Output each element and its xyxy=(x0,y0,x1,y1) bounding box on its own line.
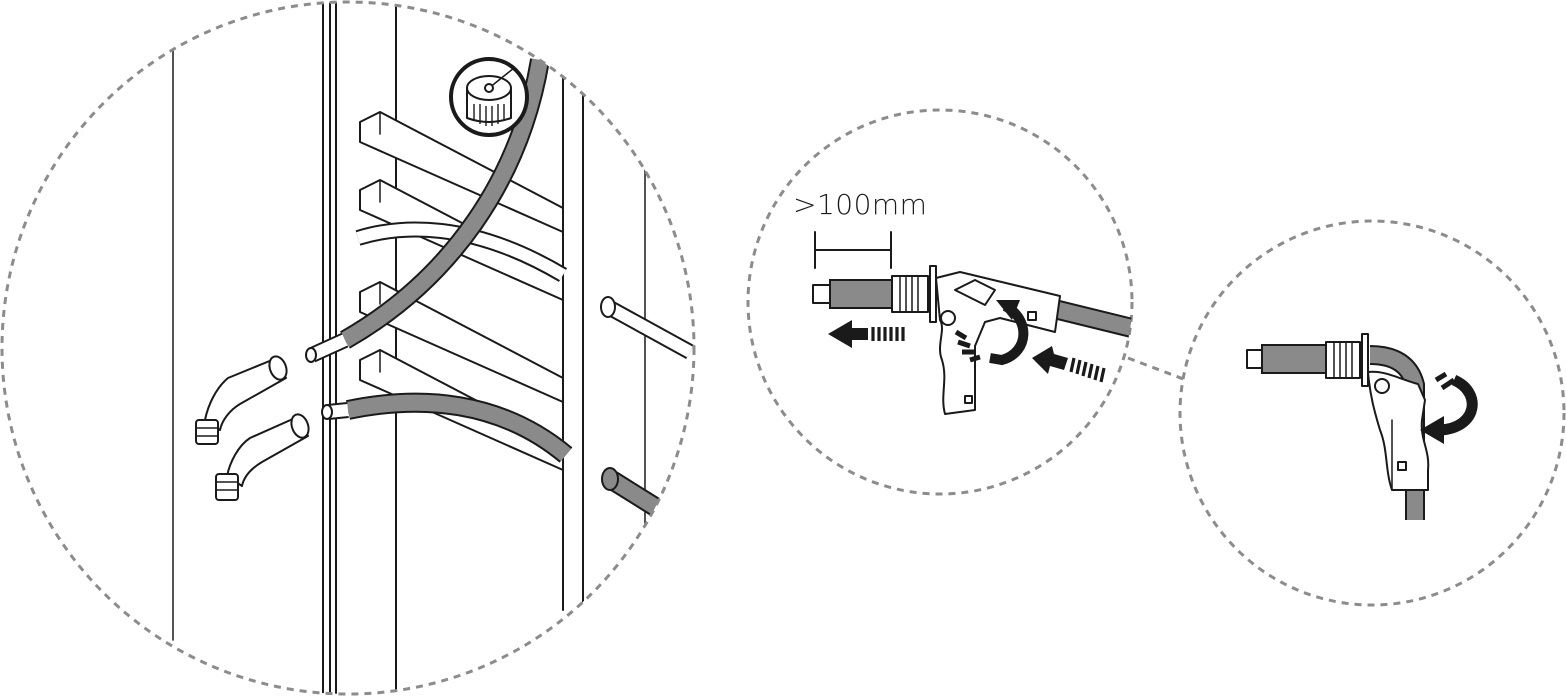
pipe-fitted xyxy=(1246,333,1369,387)
connector-line xyxy=(1127,356,1187,382)
pull-left-arrow-icon xyxy=(828,320,905,348)
push-in-arrow-icon xyxy=(1032,346,1106,383)
press-tool xyxy=(935,271,1061,415)
detail-circle-outline xyxy=(0,0,696,696)
grey-hose-upper xyxy=(305,58,550,363)
press-tool-closed xyxy=(1367,370,1430,491)
grey-hose-lower xyxy=(321,392,573,463)
elbow-connector-1 xyxy=(195,355,288,445)
side-pipes xyxy=(600,296,694,519)
hose-locking-step-panel xyxy=(1178,219,1566,607)
step-circle-outline xyxy=(746,108,1134,496)
white-pipe-upper xyxy=(355,221,568,282)
radiator-detail-panel xyxy=(0,0,696,696)
mount-detail-icon xyxy=(449,57,529,137)
dimension-bracket xyxy=(814,231,892,269)
lock-circle-outline xyxy=(1178,219,1566,607)
clearance-dimension-label: >100mm xyxy=(793,188,928,221)
elbow-connector-2 xyxy=(215,413,310,501)
rotate-arrow-icon xyxy=(954,300,1029,366)
wall-frame-lines xyxy=(172,2,646,694)
pipe-insertion xyxy=(812,265,937,323)
hose-insertion-step-panel xyxy=(746,108,1134,496)
rotate-lock-arrow-icon xyxy=(1420,371,1478,444)
